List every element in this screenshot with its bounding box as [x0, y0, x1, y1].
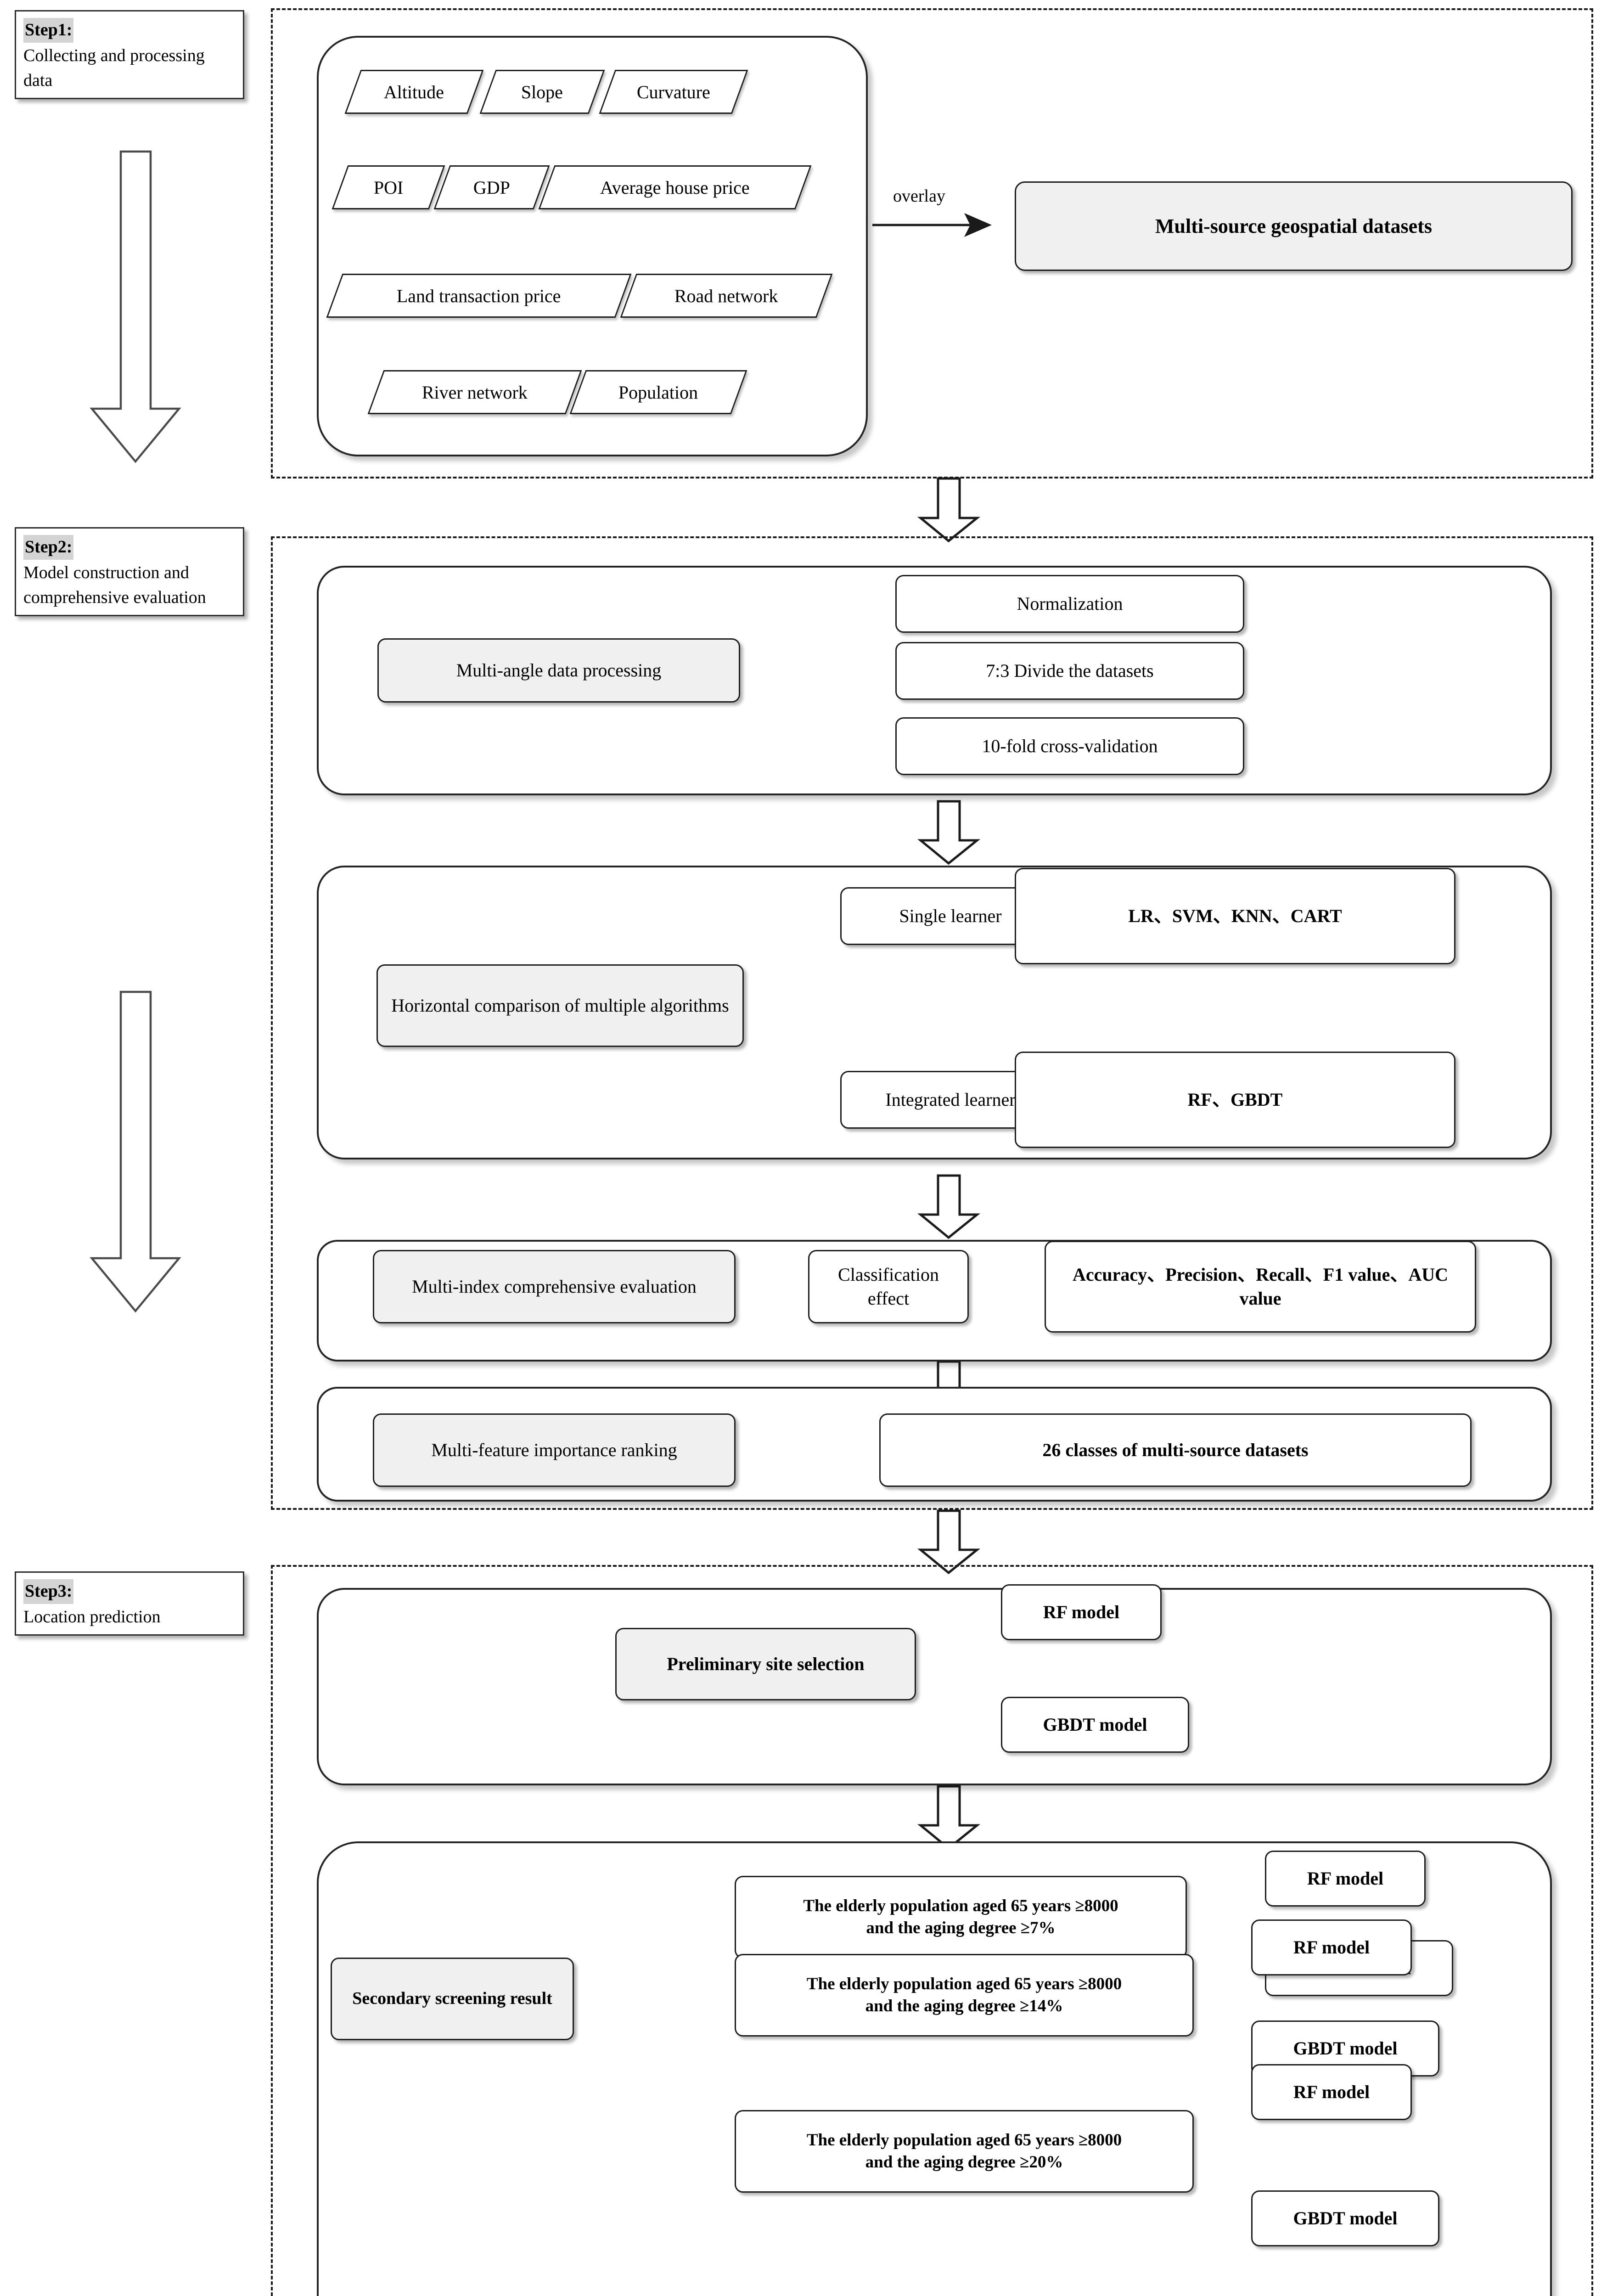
block-arrow-step2-step3: [90, 990, 181, 1313]
criterion-1-node[interactable]: The elderly population aged 65 years ≥80…: [735, 1876, 1187, 1958]
criterion-3-gbdt-model-node[interactable]: GBDT model: [1251, 2190, 1439, 2246]
multi-angle-data-processing-node[interactable]: Multi-angle data processing: [377, 638, 740, 703]
node-label: Multi-angle data processing: [456, 660, 662, 681]
output-label: Multi-source geospatial datasets: [1155, 214, 1432, 237]
datasets-classes-node[interactable]: 26 classes of multi-source datasets: [879, 1413, 1472, 1487]
step1-description: Collecting and processing data: [23, 45, 205, 90]
node-label: RF model: [1307, 1868, 1384, 1889]
data-layer-label: Curvature: [637, 81, 710, 102]
step3-label-box: Step3: Location prediction: [15, 1571, 244, 1636]
criterion-line-1: The elderly population aged 65 years ≥80…: [803, 1896, 1118, 1915]
criterion-line-2: and the aging degree ≥20%: [865, 2153, 1063, 2172]
data-layer-road-network[interactable]: Road network: [620, 274, 833, 318]
criterion-2-rf-model-node[interactable]: RF model: [1251, 1919, 1412, 1975]
multi-feature-importance-node[interactable]: Multi-feature importance ranking: [373, 1413, 736, 1487]
node-label: RF、GBDT: [1187, 1089, 1283, 1110]
step1-container: [271, 8, 1593, 478]
node-label: 7:3 Divide the datasets: [986, 660, 1154, 681]
step3-description: Location prediction: [23, 1607, 161, 1626]
data-layer-label: River network: [422, 382, 528, 403]
step1-label-box: Step1: Collecting and processing data: [15, 10, 244, 99]
data-layer-average-house-price[interactable]: Average house price: [538, 165, 812, 209]
node-label: RF model: [1043, 1602, 1120, 1622]
data-layer-gdp[interactable]: GDP: [433, 165, 550, 209]
node-label: Secondary screening result: [352, 1989, 552, 2009]
data-layer-label: Average house price: [600, 177, 750, 198]
node-label: Accuracy、Precision、Recall、F1 value、AUC v…: [1073, 1264, 1448, 1309]
step3-preliminary-panel: [317, 1588, 1552, 1785]
data-layer-curvature[interactable]: Curvature: [599, 70, 748, 114]
data-layer-land-transaction-price[interactable]: Land transaction price: [326, 274, 632, 318]
criterion-1-rf-model-node[interactable]: RF model: [1265, 1851, 1426, 1907]
criterion-3-node[interactable]: The elderly population aged 65 years ≥80…: [735, 2110, 1194, 2193]
node-label: Normalization: [1017, 593, 1123, 614]
block-arrow-step1-step2: [90, 150, 181, 463]
data-layer-river-network[interactable]: River network: [367, 370, 582, 414]
criterion-line-2: and the aging degree ≥14%: [865, 1997, 1063, 2015]
classification-effect-node[interactable]: Classification effect: [808, 1250, 969, 1323]
node-label: LR、SVM、KNN、CART: [1128, 906, 1342, 926]
data-layer-label: POI: [373, 177, 404, 198]
metrics-node[interactable]: Accuracy、Precision、Recall、F1 value、AUC v…: [1045, 1241, 1476, 1333]
step2-description: Model construction and comprehensive eva…: [23, 563, 206, 607]
step3-container: [271, 1565, 1593, 2296]
node-label: GBDT model: [1043, 1714, 1147, 1735]
node-label: Classification effect: [838, 1264, 939, 1309]
node-label: Multi-feature importance ranking: [431, 1440, 677, 1460]
block-arrow-s2-s3-center: [917, 1509, 981, 1575]
data-layer-altitude[interactable]: Altitude: [344, 70, 484, 114]
step2-label-box: Step2: Model construction and comprehens…: [15, 527, 244, 616]
horizontal-comparison-node[interactable]: Horizontal comparison of multiple algori…: [376, 964, 744, 1047]
node-label: Preliminary site selection: [667, 1654, 865, 1674]
preliminary-gbdt-model-node[interactable]: GBDT model: [1001, 1697, 1189, 1753]
node-label: Multi-index comprehensive evaluation: [412, 1276, 697, 1297]
data-layer-population[interactable]: Population: [569, 370, 747, 414]
step2-keyword: Step2:: [23, 535, 74, 560]
criterion-line-2: and the aging degree ≥7%: [866, 1919, 1056, 1937]
step2-container: [271, 536, 1593, 1510]
data-layer-slope[interactable]: Slope: [479, 70, 605, 114]
node-label: 26 classes of multi-source datasets: [1042, 1440, 1309, 1460]
node-label: 10-fold cross-validation: [982, 736, 1158, 756]
multi-source-datasets-output[interactable]: Multi-source geospatial datasets: [1015, 181, 1573, 271]
node-label: GBDT model: [1293, 2208, 1398, 2228]
criterion-line-1: The elderly population aged 65 years ≥80…: [806, 2130, 1122, 2150]
preliminary-rf-model-node[interactable]: RF model: [1001, 1584, 1162, 1640]
node-label: GBDT model: [1293, 2038, 1398, 2059]
data-layer-label: Slope: [521, 81, 563, 102]
data-layer-label: GDP: [473, 177, 511, 198]
criterion-3-rf-model-node[interactable]: RF model: [1251, 2064, 1412, 2120]
data-layer-label: Road network: [674, 285, 778, 306]
preliminary-site-selection-node[interactable]: Preliminary site selection: [615, 1628, 916, 1700]
data-layer-label: Altitude: [384, 81, 444, 102]
data-layer-label: Land transaction price: [397, 285, 561, 306]
data-layer-poi[interactable]: POI: [332, 165, 445, 209]
criterion-line-1: The elderly population aged 65 years ≥80…: [806, 1974, 1122, 1993]
integrated-learner-models-node[interactable]: RF、GBDT: [1015, 1052, 1455, 1148]
secondary-screening-result-node[interactable]: Secondary screening result: [331, 1958, 574, 2040]
normalization-node[interactable]: Normalization: [895, 575, 1244, 633]
data-layer-label: Population: [618, 382, 698, 403]
multi-index-evaluation-node[interactable]: Multi-index comprehensive evaluation: [373, 1250, 736, 1323]
cross-validation-node[interactable]: 10-fold cross-validation: [895, 717, 1244, 775]
node-label: Horizontal comparison of multiple algori…: [391, 995, 729, 1016]
divide-datasets-node[interactable]: 7:3 Divide the datasets: [895, 642, 1244, 700]
step3-keyword: Step3:: [23, 1579, 74, 1604]
overlay-label: overlay: [893, 186, 945, 206]
node-label: Single learner: [899, 906, 1002, 926]
node-label: RF model: [1293, 2082, 1370, 2102]
node-label: Integrated learner: [885, 1089, 1016, 1110]
node-label: RF model: [1293, 1937, 1370, 1958]
step1-keyword: Step1:: [23, 18, 74, 43]
block-arrow-s1-s2-center: [917, 477, 981, 543]
single-learner-models-node[interactable]: LR、SVM、KNN、CART: [1015, 868, 1455, 964]
criterion-2-node[interactable]: The elderly population aged 65 years ≥80…: [735, 1954, 1194, 2037]
